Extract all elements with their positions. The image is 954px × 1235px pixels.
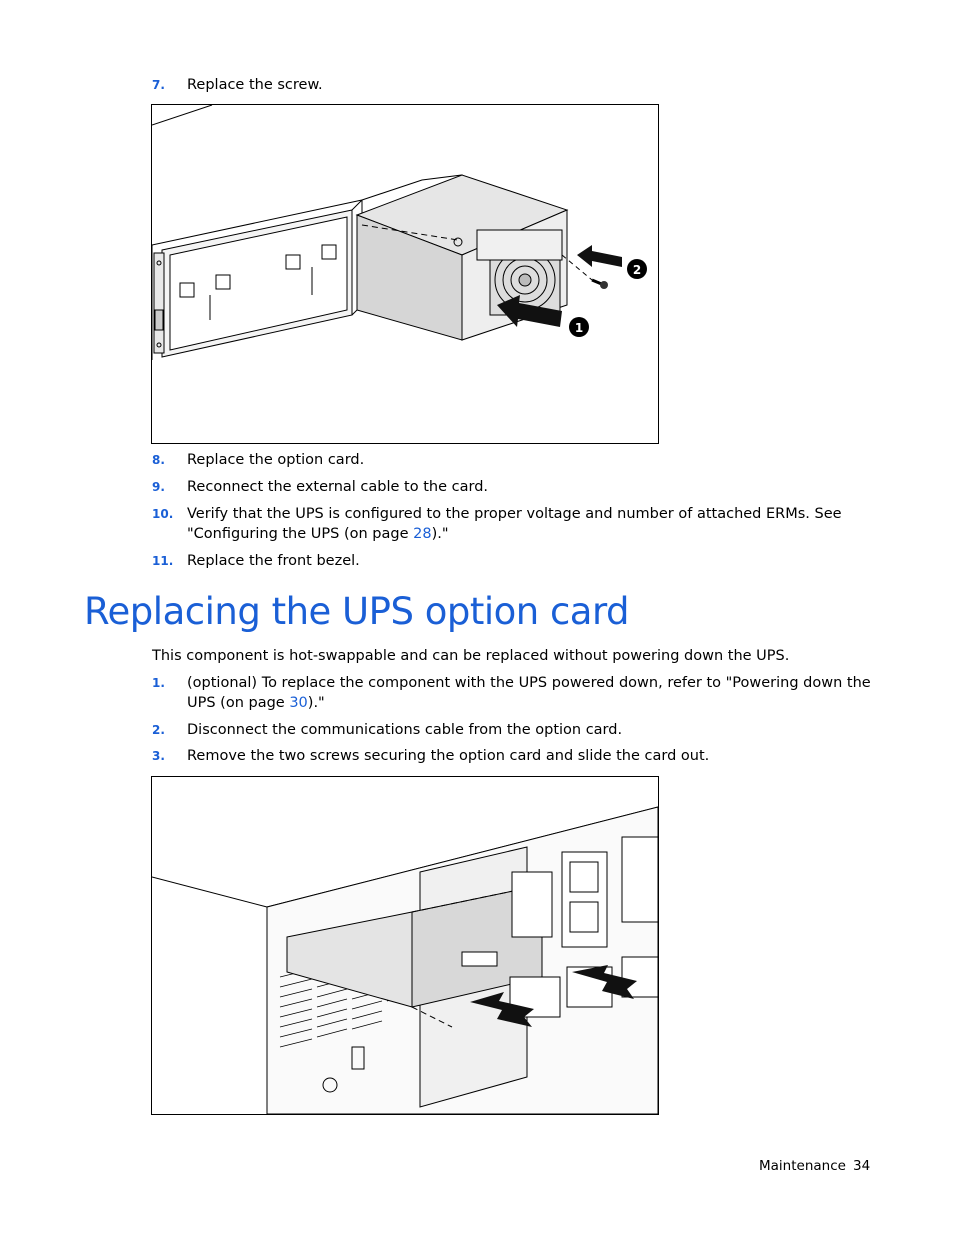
svg-text:2: 2: [633, 263, 641, 277]
step-number: 7.: [152, 78, 165, 92]
step-text: Reconnect the external cable to the card…: [187, 479, 489, 495]
arrow-icon: [572, 965, 637, 999]
ground-icon: [322, 1077, 338, 1093]
step-text: Replace the option card.: [187, 452, 365, 468]
callout-1: 1: [569, 317, 589, 337]
arrow-icon: [497, 295, 562, 327]
arrow-icon: [577, 245, 622, 267]
arrow-icon: [470, 992, 534, 1027]
step-number: 8.: [152, 453, 165, 467]
ups-chassis-illustration: 2 1: [152, 105, 647, 360]
step-number: 2.: [152, 723, 165, 737]
footer-section: Maintenance: [759, 1158, 846, 1174]
ups-rear-illustration: [152, 806, 658, 1114]
screw-icon: [591, 278, 608, 289]
step-text: Disconnect the communications cable from…: [187, 722, 623, 738]
step-text: Remove the two screws securing the optio…: [187, 748, 710, 764]
page-link-30[interactable]: 30: [289, 695, 308, 711]
step-number: 1.: [152, 676, 165, 690]
footer-page-number: 34: [853, 1158, 871, 1174]
step-text: Replace the screw.: [187, 77, 323, 93]
svg-text:1: 1: [575, 321, 583, 335]
step-text: Verify that the UPS is configured to the…: [187, 506, 842, 542]
figure-replace-screw: 2 1: [151, 104, 659, 444]
step-number: 11.: [152, 554, 174, 568]
step-text: (optional) To replace the component with…: [187, 675, 871, 711]
figure-remove-option-card: [151, 776, 659, 1115]
step-number: 10.: [152, 507, 174, 521]
step-number: 3.: [152, 749, 165, 763]
section-heading: Replacing the UPS option card: [84, 590, 630, 633]
step-number: 9.: [152, 480, 165, 494]
section-intro: This component is hot-swappable and can …: [152, 648, 790, 664]
callout-2: 2: [627, 259, 647, 279]
page-link-28[interactable]: 28: [413, 526, 432, 542]
step-text: Replace the front bezel.: [187, 553, 360, 569]
